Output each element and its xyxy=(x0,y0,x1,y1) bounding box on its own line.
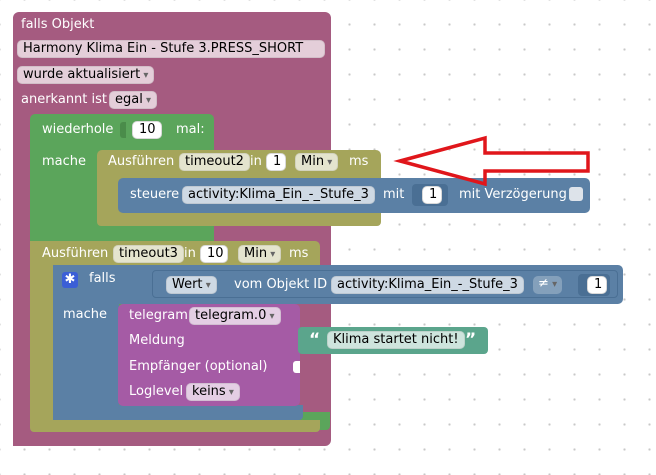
repeat-times-label: mal: xyxy=(176,122,205,137)
timeout3-bottom-bar xyxy=(30,420,320,432)
control-with-label: mit xyxy=(383,187,405,202)
telegram-instance-dropdown[interactable]: telegram.0 xyxy=(189,307,281,325)
loglevel-label: Loglevel xyxy=(129,384,184,399)
recipient-input-socket[interactable] xyxy=(293,361,300,373)
timeout3-label: Ausführen xyxy=(42,246,109,261)
object-id-field[interactable]: Harmony Klima Ein - Stufe 3.PRESS_SHORT xyxy=(17,40,325,58)
control-object-id-field[interactable]: activity:Klima_Ein_-_Stufe_3 xyxy=(182,186,375,204)
recipient-label: Empfänger (optional) xyxy=(129,359,268,374)
timeout2-value-input[interactable]: 1 xyxy=(266,153,286,171)
operator-dropdown[interactable]: ≠ xyxy=(533,276,563,294)
repeat-count-input[interactable]: 10 xyxy=(132,121,162,139)
repeat-label: wiederhole xyxy=(42,122,114,137)
repeat-count-socket xyxy=(120,122,126,138)
control-label: steuere xyxy=(130,187,180,202)
inner-if-do-label: mache xyxy=(63,307,108,322)
event-block-bottom xyxy=(13,432,35,446)
message-text-field[interactable]: Klima startet nicht! xyxy=(327,331,465,349)
timeout3-name-field[interactable]: timeout3 xyxy=(113,245,184,263)
inner-if-bottom-bar xyxy=(53,405,303,420)
trigger-dropdown[interactable]: wurde aktualisiert xyxy=(17,66,155,84)
timeout3-value-input[interactable]: 10 xyxy=(200,245,228,263)
open-quote-icon: “ xyxy=(309,330,321,350)
telegram-label: telegram xyxy=(129,308,188,323)
event-title: falls Objekt xyxy=(21,17,95,32)
loglevel-dropdown[interactable]: keins xyxy=(186,383,240,401)
control-delay-checkbox[interactable] xyxy=(569,187,583,201)
compare-value-input[interactable]: 1 xyxy=(587,276,607,294)
timeout2-bottom-bar xyxy=(97,214,381,226)
ack-dropdown[interactable]: egal xyxy=(109,91,158,109)
from-object-label: vom Objekt ID xyxy=(234,277,328,292)
message-label: Meldung xyxy=(129,333,185,348)
ack-label: anerkannt ist xyxy=(21,92,108,107)
timeout2-label: Ausführen xyxy=(108,154,175,169)
timeout3-in-label: in xyxy=(184,246,196,261)
control-delay-label: mit Verzögerung xyxy=(459,187,567,202)
timeout3-unit-dropdown[interactable]: Min xyxy=(238,245,282,263)
repeat-do-label: mache xyxy=(42,154,87,169)
timeout2-unit-label: ms xyxy=(349,154,369,169)
timeout2-unit-dropdown[interactable]: Min xyxy=(295,153,339,171)
compare-object-id-field[interactable]: activity:Klima_Ein_-_Stufe_3 xyxy=(331,276,524,294)
value-type-dropdown[interactable]: Wert xyxy=(166,276,217,294)
timeout3-unit-label: ms xyxy=(289,246,309,261)
control-value-input[interactable]: 1 xyxy=(422,186,442,204)
timeout3-left-rail xyxy=(30,241,54,426)
inner-if-label: falls xyxy=(89,271,116,286)
annotation-arrow-icon xyxy=(393,135,590,187)
timeout2-name-field[interactable]: timeout2 xyxy=(179,153,250,171)
timeout2-in-label: in xyxy=(250,154,262,169)
close-quote-icon: ” xyxy=(465,330,477,350)
inner-if-left-rail xyxy=(53,265,119,420)
gear-icon[interactable]: ✱ xyxy=(62,272,78,288)
